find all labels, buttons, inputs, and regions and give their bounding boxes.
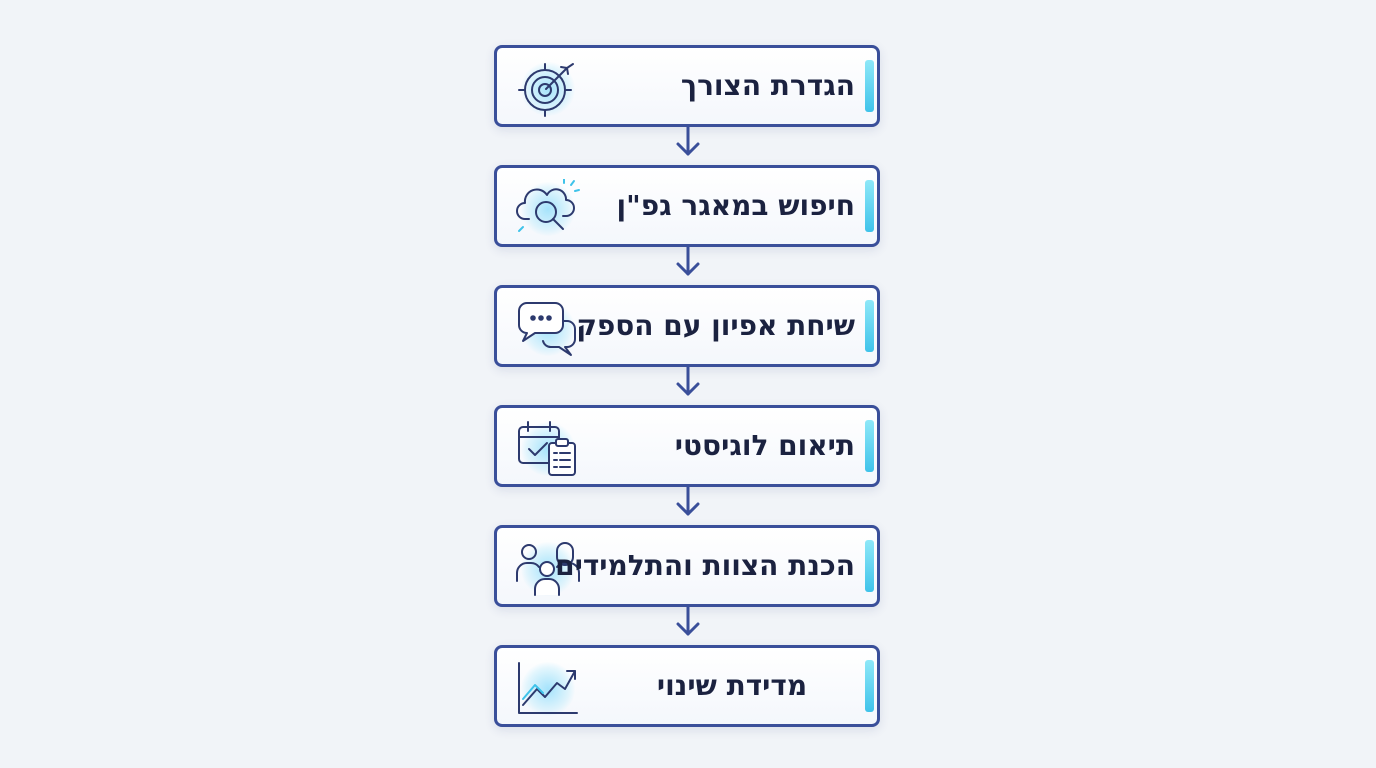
down-arrow-icon [670, 246, 706, 278]
step-logistics: תיאום לוגיסטי [494, 405, 880, 487]
step-define-need: הגדרת הצורך [494, 45, 880, 127]
growth-chart-icon [515, 659, 581, 717]
down-arrow-icon [670, 366, 706, 398]
step-provider-call: שיחת אפיון עם הספק [494, 285, 880, 367]
step-label: מדידת שינוי [656, 669, 808, 702]
people-group-icon [515, 539, 581, 597]
down-arrow-icon [670, 486, 706, 518]
step-label: תיאום לוגיסטי [674, 429, 855, 462]
down-arrow-icon [670, 606, 706, 638]
chat-bubbles-icon [515, 299, 581, 357]
step-label: שיחת אפיון עם הספק [576, 309, 855, 342]
calendar-checklist-icon [515, 419, 581, 477]
down-arrow-icon [670, 126, 706, 158]
target-icon [515, 59, 581, 117]
step-measure-change: מדידת שינוי [494, 645, 880, 727]
step-label: הכנת הצוות והתלמידים [555, 549, 855, 582]
step-prepare-staff-students: הכנת הצוות והתלמידים [494, 525, 880, 607]
step-label: חיפוש במאגר גפ"ן [616, 189, 855, 222]
cloud-search-icon [515, 179, 581, 237]
step-search-database: חיפוש במאגר גפ"ן [494, 165, 880, 247]
step-label: הגדרת הצורך [680, 69, 855, 102]
